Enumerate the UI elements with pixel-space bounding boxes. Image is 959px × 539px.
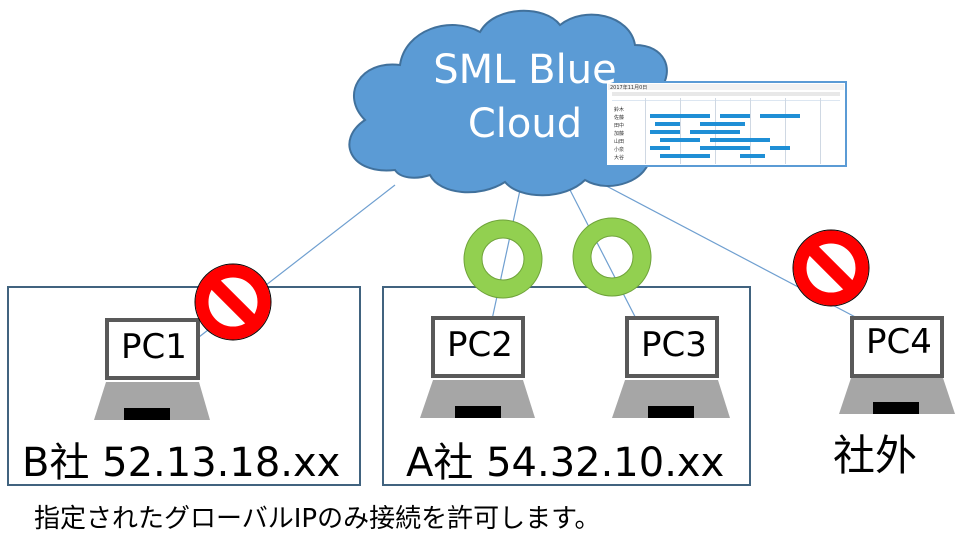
screenshot-row-label: 山田 [614,138,624,145]
screenshot-date: 2017年11月0日 [610,84,647,91]
cloud-shape [348,9,681,197]
pc4-label: PC4 [866,322,932,362]
screenshot-row-label: 小泉 [614,146,624,153]
outside-label: 社外 [833,431,918,480]
allowed-icon [463,219,543,299]
laptop-pc1 [94,318,210,420]
screenshot-row-label: 大谷 [614,154,624,161]
cloud-title-line2: Cloud [467,101,583,147]
screenshot-row-label: 佐藤 [614,114,624,121]
pc1-label: PC1 [121,327,187,367]
laptop-pc3 [612,316,730,418]
company-b-label: B社 52.13.18.xx [22,440,341,486]
screenshot-row-label: 鈴木 [614,106,624,113]
prohibited-icon [194,263,272,341]
allowed-icon [572,217,652,297]
pc2-label: PC2 [447,325,513,365]
caption-text: 指定されたグローバルIPのみ接続を許可します。 [34,504,601,534]
laptop-pc4 [839,316,955,414]
company-a-label: A社 54.32.10.xx [406,440,725,486]
company-b-box [7,286,361,486]
laptop-pc2 [420,316,535,418]
pc3-label: PC3 [641,325,707,365]
screenshot-row-label: 田中 [614,122,624,129]
cloud-title-line1: SML Blue [433,47,617,93]
screenshot-row-label: 加藤 [614,130,624,137]
company-a-box [382,286,751,486]
prohibited-icon [792,229,870,307]
